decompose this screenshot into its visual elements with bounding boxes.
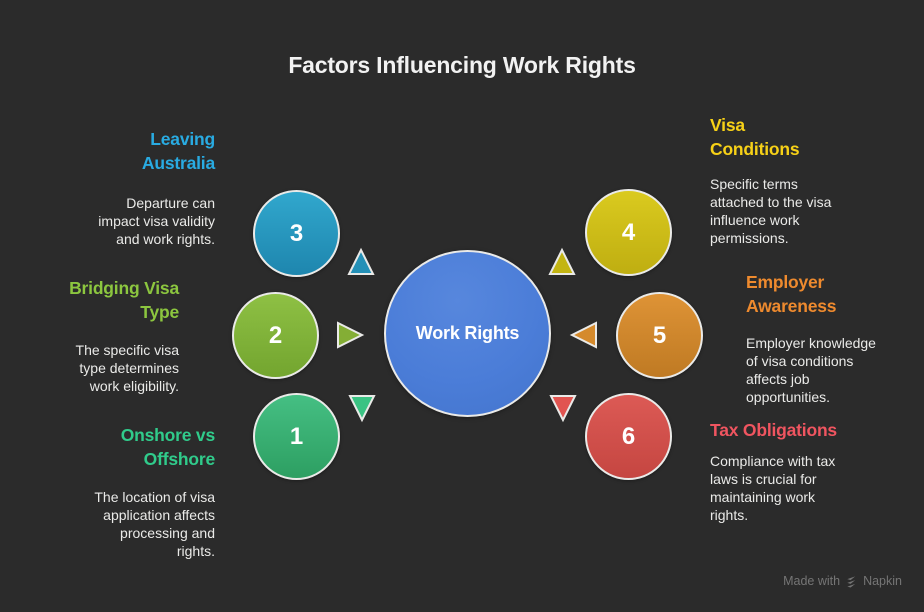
factor-body-employer-awareness: Employer knowledge of visa conditions af… — [746, 335, 876, 405]
factor-body-bridging-visa-type: The specific visa type determines work e… — [75, 342, 179, 394]
diagram-title: Factors Influencing Work Rights — [288, 52, 636, 78]
leaving-australia-arrow-up-icon — [347, 247, 375, 275]
tax-obligations-arrow-down-icon — [549, 395, 577, 423]
center-circle-work-rights: Work Rights — [384, 250, 551, 417]
visa-conditions-arrow-up-icon — [548, 247, 576, 275]
node-circle-5: 5 — [616, 292, 703, 379]
factor-heading-bridging-visa-type: Bridging Visa Type — [69, 278, 179, 322]
node-circle-4: 4 — [585, 189, 672, 276]
factor-heading-leaving-australia: Leaving Australia — [141, 129, 215, 173]
node-circle-6: 6 — [585, 393, 672, 480]
factor-body-tax-obligations: Compliance with tax laws is crucial for … — [710, 453, 836, 523]
factor-heading-visa-conditions: Visa Conditions — [710, 115, 800, 159]
node-circle-2: 2 — [232, 292, 319, 379]
factor-heading-employer-awareness: Employer Awareness — [746, 272, 837, 316]
factor-body-leaving-australia: Departure can impact visa validity and w… — [98, 195, 215, 247]
node-circle-3: 3 — [253, 190, 340, 277]
onshore-vs-offshore-arrow-down-icon — [348, 395, 376, 423]
factor-heading-tax-obligations: Tax Obligations — [710, 420, 837, 440]
napkin-logo-icon — [847, 575, 856, 588]
factor-body-visa-conditions: Specific terms attached to the visa infl… — [710, 176, 832, 246]
factor-body-onshore-vs-offshore: The location of visa application affects… — [94, 489, 215, 559]
made-with-napkin-link[interactable]: Made with Napkin — [783, 574, 902, 588]
center-circle-label: Work Rights — [415, 323, 520, 343]
made-with-label: Made with — [783, 574, 841, 588]
bridging-visa-type-arrow-right-icon — [337, 321, 365, 349]
node-circle-1: 1 — [253, 393, 340, 480]
employer-awareness-arrow-left-icon — [569, 321, 597, 349]
factor-heading-onshore-vs-offshore: Onshore vs Offshore — [120, 425, 215, 469]
napkin-brand-label: Napkin — [863, 574, 902, 588]
